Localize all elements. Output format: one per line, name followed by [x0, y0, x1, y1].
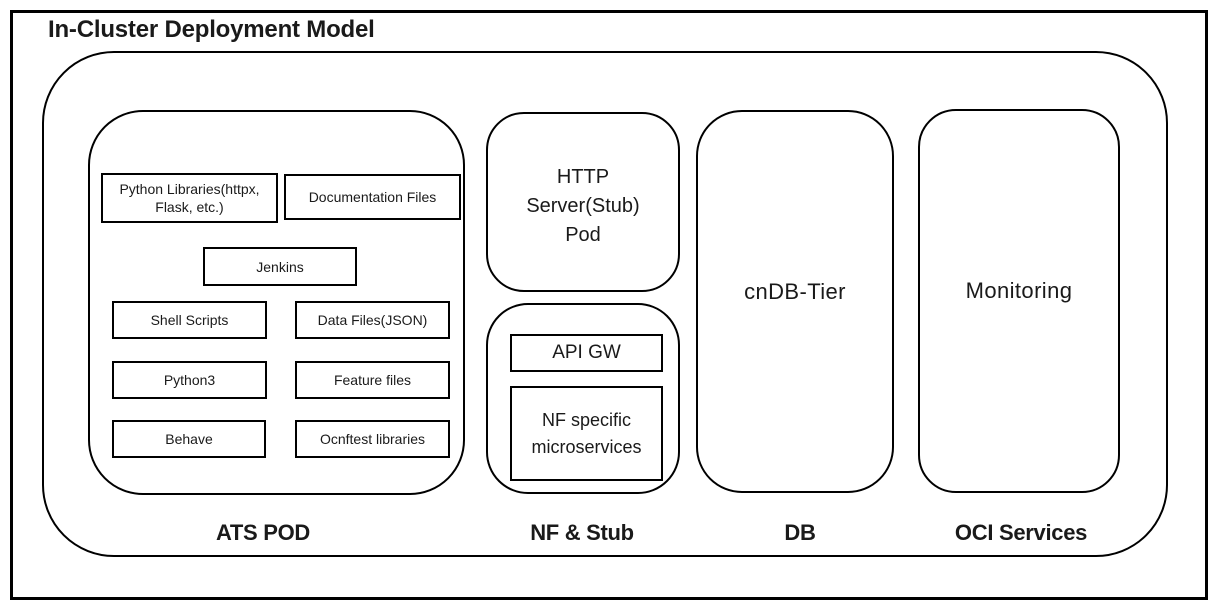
- label-oci-services: OCI Services: [954, 520, 1088, 545]
- monitoring-node: Monitoring: [918, 109, 1120, 493]
- label-db: DB: [784, 520, 816, 545]
- label-nf-and-stub: NF & Stub: [530, 520, 634, 545]
- box-nf-specific-microservices-label: NF specific microservices: [531, 409, 642, 457]
- box-documentation-files: Documentation Files: [284, 174, 461, 220]
- box-behave: Behave: [112, 420, 266, 458]
- cndb-tier-label: cnDB-Tier: [744, 278, 846, 304]
- ats-pod-group: Python Libraries(httpx, Flask, etc.) Doc…: [88, 110, 465, 495]
- box-feature-files: Feature files: [295, 361, 450, 399]
- box-jenkins: Jenkins: [203, 247, 357, 286]
- box-data-files-json-label: Data Files(JSON): [317, 312, 428, 328]
- box-api-gw-label: API GW: [552, 342, 621, 363]
- box-ocnftest-libraries-label: Ocnftest libraries: [319, 431, 426, 447]
- http-server-stub-pod: HTTP Server(Stub) Pod: [486, 112, 680, 292]
- box-shell-scripts-label: Shell Scripts: [150, 312, 229, 328]
- http-server-stub-pod-label: HTTP Server(Stub) Pod: [526, 165, 640, 246]
- box-behave-label: Behave: [165, 431, 213, 447]
- box-api-gw: API GW: [510, 334, 663, 372]
- box-documentation-files-label: Documentation Files: [308, 189, 437, 205]
- box-nf-specific-microservices: NF specific microservices: [510, 386, 663, 481]
- box-ocnftest-libraries: Ocnftest libraries: [295, 420, 450, 458]
- monitoring-label: Monitoring: [965, 278, 1073, 303]
- label-ats-pod: ATS POD: [215, 520, 311, 545]
- box-python-libraries-label: Python Libraries(httpx, Flask, etc.): [119, 181, 260, 215]
- box-python3: Python3: [112, 361, 267, 399]
- box-data-files-json: Data Files(JSON): [295, 301, 450, 339]
- nf-microservices-group: API GW NF specific microservices: [486, 303, 680, 494]
- cndb-tier-node: cnDB-Tier: [696, 110, 894, 493]
- box-shell-scripts: Shell Scripts: [112, 301, 267, 339]
- outer-frame: [10, 10, 1208, 600]
- box-python-libraries: Python Libraries(httpx, Flask, etc.): [101, 173, 278, 223]
- diagram-title: In-Cluster Deployment Model: [48, 16, 375, 43]
- box-feature-files-label: Feature files: [333, 372, 412, 388]
- box-python3-label: Python3: [163, 372, 216, 388]
- box-jenkins-label: Jenkins: [256, 258, 304, 275]
